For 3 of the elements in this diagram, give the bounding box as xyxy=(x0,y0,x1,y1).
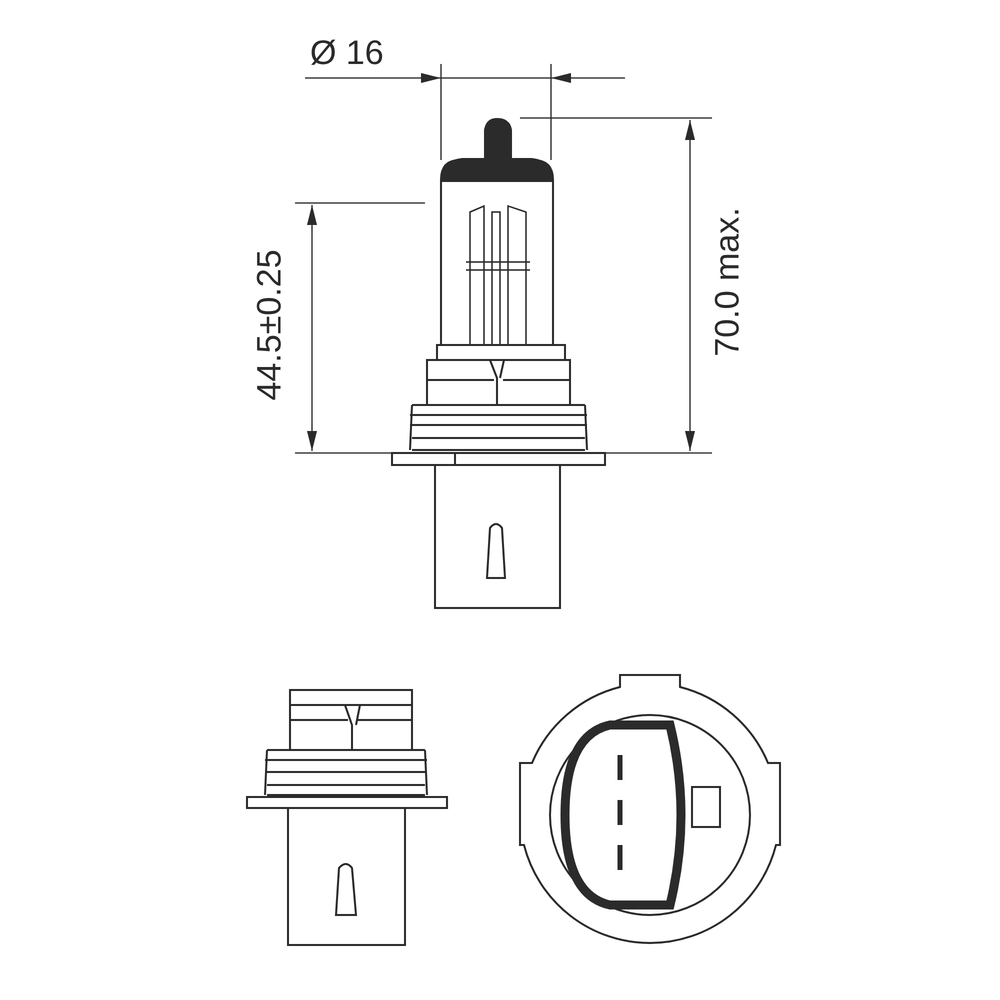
dimension-label: 70.0 max. xyxy=(711,207,745,357)
dimension-label: 44.5±0.25 xyxy=(253,250,287,400)
dimension-label: Ø 16 xyxy=(310,36,384,70)
